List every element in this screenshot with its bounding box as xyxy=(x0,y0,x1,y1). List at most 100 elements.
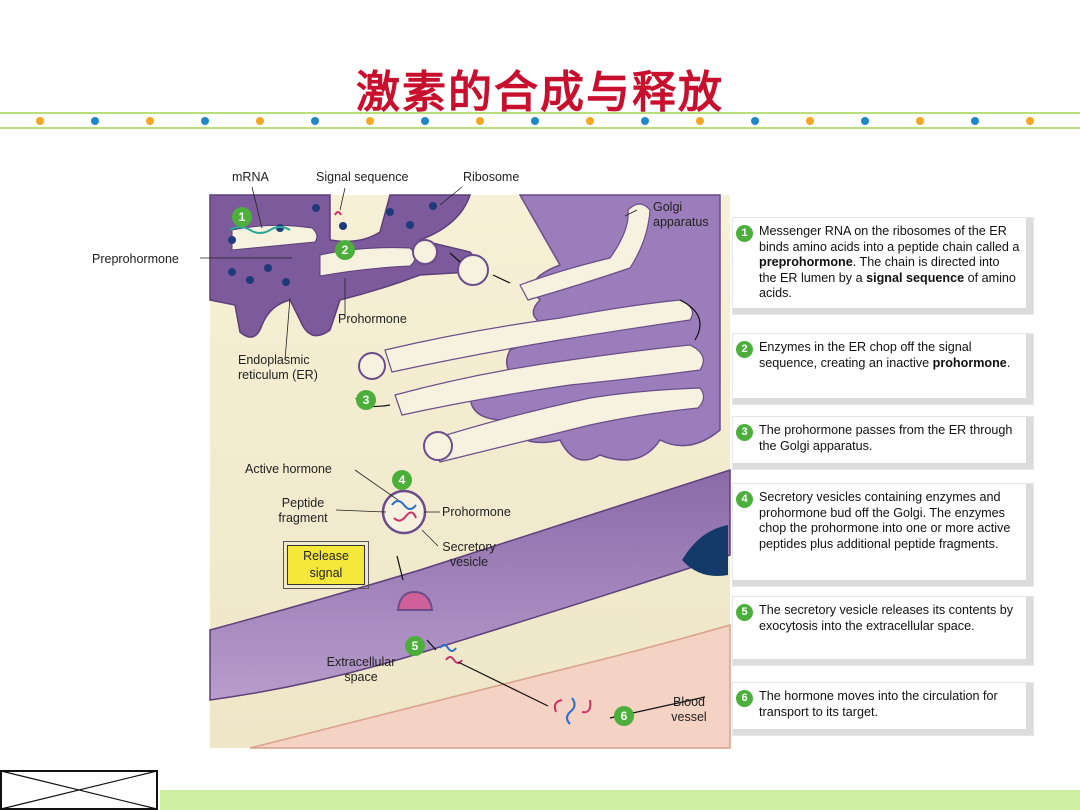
step-marker-3: 3 xyxy=(356,390,376,410)
step-description-5: 5 The secretory vesicle releases its con… xyxy=(733,597,1033,665)
step-description-2: 2 Enzymes in the ER chop off the signal … xyxy=(733,334,1033,404)
divider-dot xyxy=(971,117,979,125)
divider-dot xyxy=(916,117,924,125)
step-number-badge: 1 xyxy=(736,225,753,242)
release-signal-line2: signal xyxy=(309,566,343,580)
signal-sequence-label: Signal sequence xyxy=(316,170,409,184)
extracellular-label-line2: space xyxy=(344,670,378,684)
divider-dot xyxy=(91,117,99,125)
divider-dot xyxy=(311,117,319,125)
step-marker-6: 6 xyxy=(614,706,634,726)
ribosome-cluster xyxy=(228,202,437,286)
step-text: The hormone moves into the circulation f… xyxy=(759,689,998,719)
divider-dot xyxy=(751,117,759,125)
step-bold-term: signal sequence xyxy=(866,270,965,285)
step-description-6: 6 The hormone moves into the circulation… xyxy=(733,683,1033,735)
prohormone-er-label: Prohormone xyxy=(338,312,407,326)
step-text: Enzymes in the ER chop off the signal se… xyxy=(759,340,972,370)
extracellular-label-line1: Extracellular xyxy=(326,655,396,669)
placeholder-box-icon xyxy=(0,770,158,810)
blood-vessel xyxy=(249,624,731,749)
hormone-in-blood xyxy=(566,697,576,725)
active-hormone-label: Active hormone xyxy=(245,462,332,476)
transport-vesicle xyxy=(457,254,489,286)
golgi-cisterna xyxy=(394,344,704,416)
step-bold-term: preprohormone xyxy=(759,255,853,269)
blood-vessel-label-line2: vessel xyxy=(671,710,707,724)
step-text: The secretory vesicle releases its conte… xyxy=(759,603,1014,633)
endothelial-nucleus xyxy=(682,525,728,576)
step-marker-2: 2 xyxy=(335,240,355,260)
step-number-badge: 3 xyxy=(736,424,753,441)
step-marker-1: 1 xyxy=(232,207,252,227)
step-description-4: 4 Secretory vesicles containing enzymes … xyxy=(733,484,1033,586)
peptide-fragment-label-line1: Peptide xyxy=(281,496,325,510)
divider-dot xyxy=(421,117,429,125)
step-marker-5: 5 xyxy=(405,636,425,656)
step-text: Secretory vesicles containing enzymes an… xyxy=(759,490,1011,551)
step-number-badge: 2 xyxy=(736,341,753,358)
preprohormone-label: Preprohormone xyxy=(92,252,179,266)
secretory-vesicle-label-line2: vesicle xyxy=(449,555,489,569)
secretory-vesicle-label-line1: Secretory xyxy=(442,540,496,554)
divider-dot xyxy=(256,117,264,125)
golgi-label-line1: Golgi xyxy=(653,200,683,214)
dotted-divider xyxy=(0,112,1080,129)
step-text: Messenger RNA on the ribosomes of the ER… xyxy=(759,224,1020,254)
step-marker-4: 4 xyxy=(392,470,412,490)
blood-vessel-label-line1: Blood xyxy=(673,695,705,709)
release-signal-box: Release signal xyxy=(287,545,365,585)
step-text: of amino acids. xyxy=(759,270,1016,301)
divider-dot xyxy=(531,117,539,125)
er-label-line2: reticulum (ER) xyxy=(238,368,318,382)
golgi-vesicle xyxy=(423,431,453,461)
step-text: . xyxy=(1006,355,1011,370)
hormone-synthesis-illustration xyxy=(200,186,731,749)
released-peptide xyxy=(439,644,457,652)
cell-membrane xyxy=(209,468,731,701)
divider-dot xyxy=(806,117,814,125)
step-description-1: 1 Messenger RNA on the ribosomes of the … xyxy=(733,218,1033,314)
signal-strand xyxy=(334,211,342,216)
peptide-strand xyxy=(391,500,417,510)
divider-dot xyxy=(641,117,649,125)
divider-dot xyxy=(146,117,154,125)
exocytosis-vesicle xyxy=(396,590,434,611)
transport-vesicle xyxy=(412,239,438,265)
peptide-fragment-label-line2: fragment xyxy=(278,511,328,525)
label-leader-lines xyxy=(200,186,638,547)
hormone-in-blood xyxy=(553,699,563,713)
divider-dot xyxy=(476,117,484,125)
footer-bar xyxy=(160,790,1080,810)
mrna-label: mRNA xyxy=(232,170,269,184)
divider-dot xyxy=(36,117,44,125)
golgi-cisterna xyxy=(384,299,693,373)
step-number-badge: 6 xyxy=(736,690,753,707)
divider-dot xyxy=(696,117,704,125)
er-label-line1: Endoplasmic xyxy=(238,353,310,367)
peptide-strand xyxy=(393,511,417,522)
step-text: . The chain is directed into the ER lume… xyxy=(759,255,1000,285)
step-text: The prohormone passes from the ER throug… xyxy=(759,423,1013,453)
divider-dot xyxy=(201,117,209,125)
release-signal-frame xyxy=(283,541,369,589)
release-signal-line1: Release xyxy=(303,549,349,563)
golgi-label-line2: apparatus xyxy=(653,215,709,229)
hormone-in-blood xyxy=(581,699,592,714)
secretory-vesicle xyxy=(381,489,427,535)
divider-dot xyxy=(1026,117,1034,125)
step-number-badge: 5 xyxy=(736,604,753,621)
divider-dot xyxy=(366,117,374,125)
divider-dot xyxy=(586,117,594,125)
prohormone-vesicle-label: Prohormone xyxy=(442,505,511,519)
mrna-strand xyxy=(229,226,291,234)
page-title: 激素的合成与释放 xyxy=(356,67,724,118)
golgi-cisterna xyxy=(429,387,705,463)
step-number-badge: 4 xyxy=(736,491,753,508)
step-description-3: 3 The prohormone passes from the ER thro… xyxy=(733,417,1033,469)
step-bold-term: prohormone xyxy=(932,355,1007,370)
golgi-cisterna xyxy=(519,203,651,301)
ribosome-label: Ribosome xyxy=(463,170,520,184)
divider-dot xyxy=(861,117,869,125)
er-vesicle xyxy=(358,352,386,380)
